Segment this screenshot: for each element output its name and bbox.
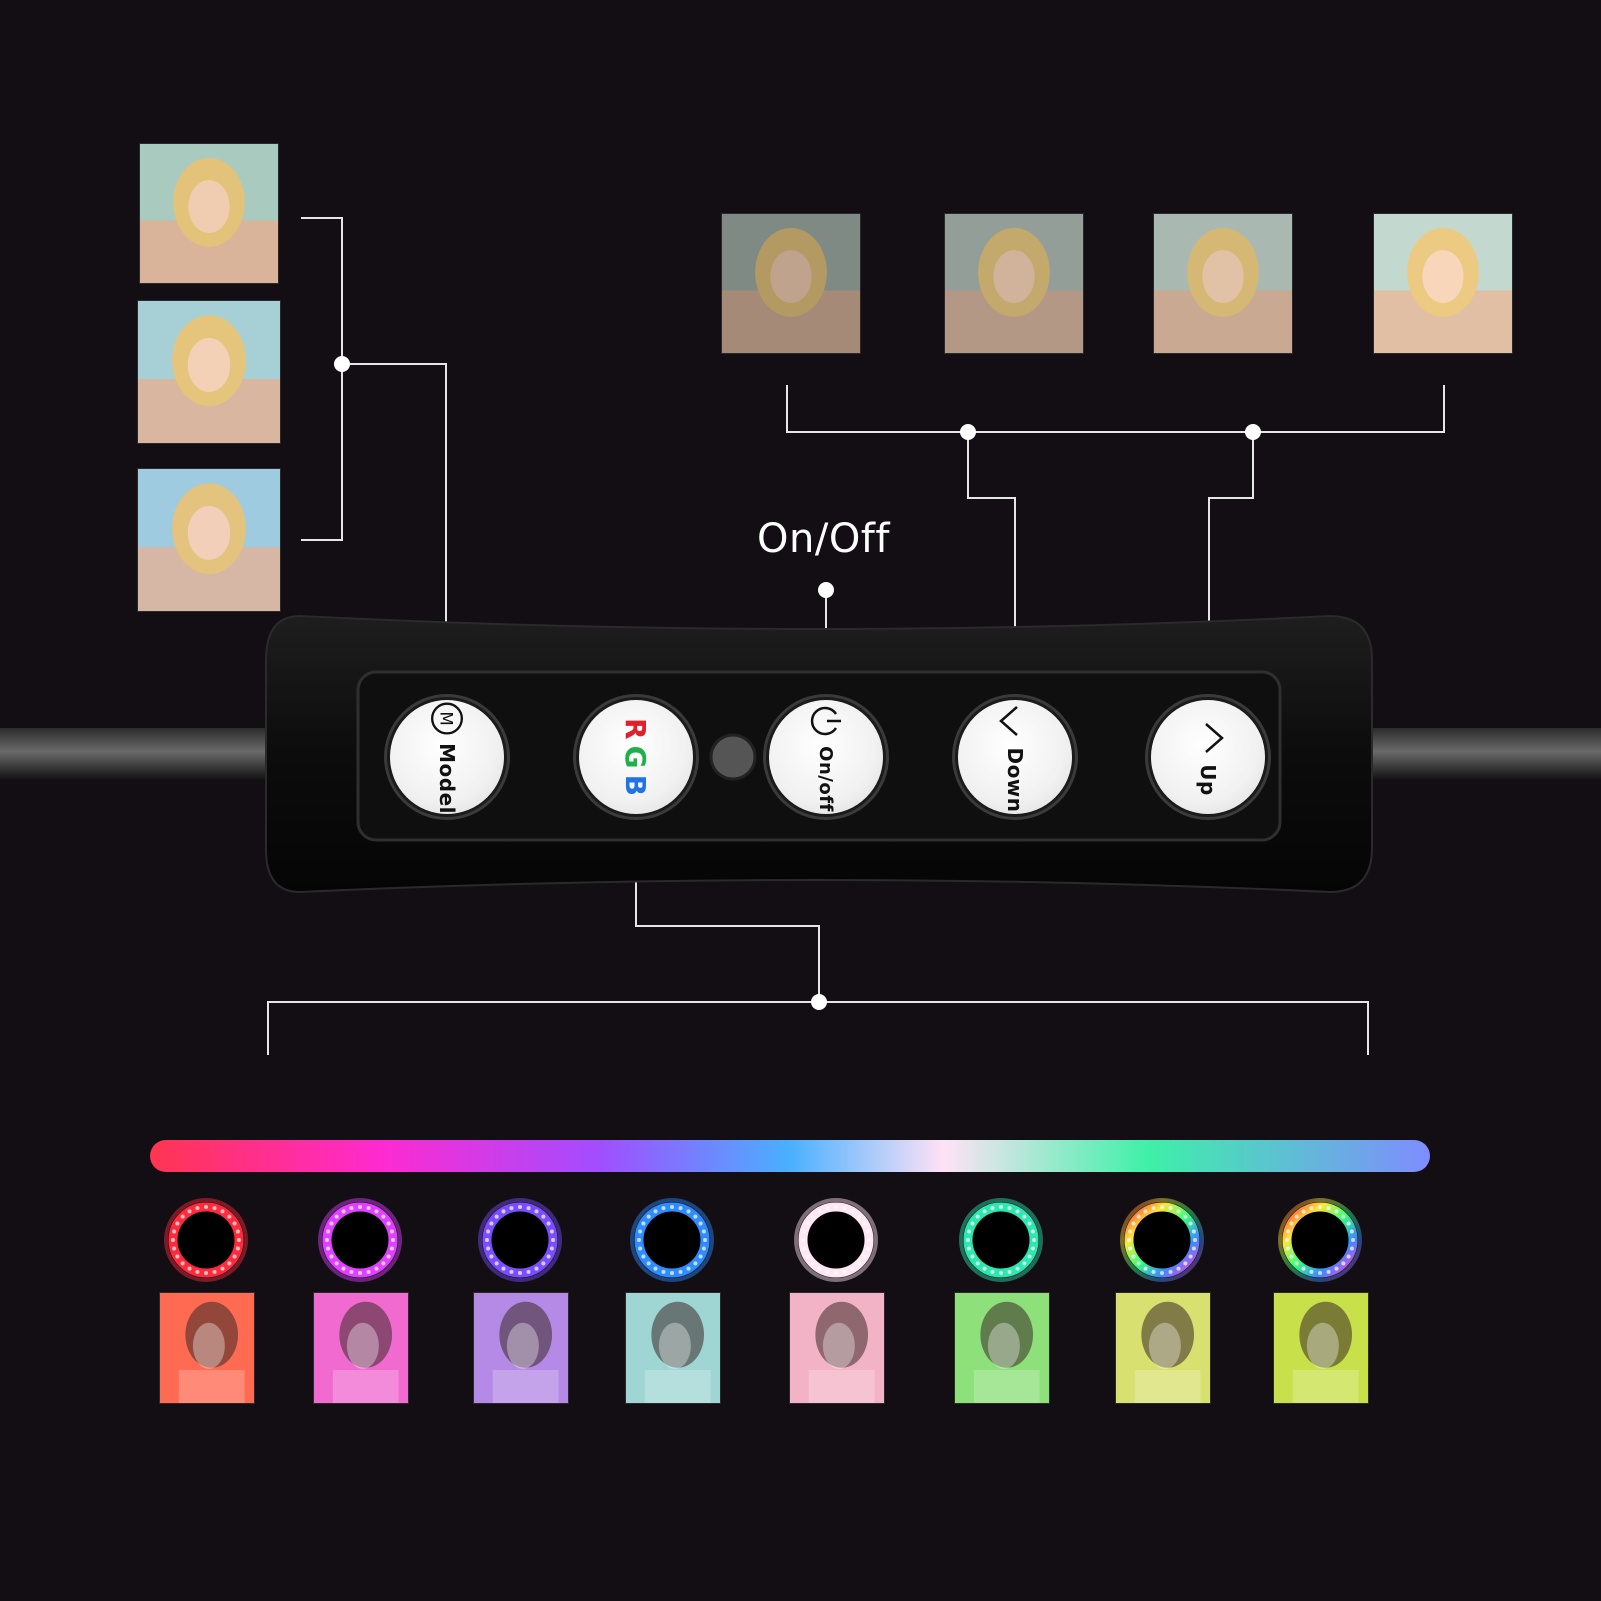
light-ring-2 bbox=[318, 1198, 402, 1282]
portrait-image bbox=[955, 1293, 1049, 1403]
svg-text:M: M bbox=[437, 711, 456, 725]
brightness-photo-1 bbox=[721, 213, 861, 354]
onoff-dot bbox=[818, 582, 834, 598]
portrait-image bbox=[1116, 1293, 1210, 1403]
model-junction-dot bbox=[334, 356, 350, 372]
portrait-image bbox=[474, 1293, 568, 1403]
portrait-image bbox=[140, 144, 278, 283]
light-mode-photo-1 bbox=[159, 1292, 255, 1404]
light-ring-8 bbox=[1278, 1198, 1362, 1282]
model-button[interactable]: M Model bbox=[390, 700, 504, 814]
model-bracket bbox=[301, 217, 343, 541]
brightness-photo-3 bbox=[1153, 213, 1293, 354]
model-connector bbox=[342, 363, 447, 702]
chevron-down-icon bbox=[999, 706, 1018, 737]
mode-photo-1 bbox=[139, 143, 279, 284]
portrait-image bbox=[138, 301, 280, 443]
up-junction-dot bbox=[1245, 424, 1261, 440]
mode-photo-3 bbox=[137, 468, 281, 612]
light-mode-photo-3 bbox=[473, 1292, 569, 1404]
on-off-caption: On/Off bbox=[757, 516, 890, 562]
light-ring-7 bbox=[1120, 1198, 1204, 1282]
portrait-image bbox=[1154, 214, 1292, 353]
power-icon bbox=[810, 706, 841, 736]
light-ring-1 bbox=[164, 1198, 248, 1282]
portrait-image bbox=[1274, 1293, 1368, 1403]
portrait-image bbox=[722, 214, 860, 353]
light-mode-photo-6 bbox=[954, 1292, 1050, 1404]
light-mode-photo-7 bbox=[1115, 1292, 1211, 1404]
portrait-image bbox=[314, 1293, 408, 1403]
light-ring-3 bbox=[478, 1198, 562, 1282]
light-mode-photo-2 bbox=[313, 1292, 409, 1404]
m-circle-icon: M bbox=[430, 702, 464, 735]
brightness-photo-2 bbox=[944, 213, 1084, 354]
portrait-image bbox=[1374, 214, 1512, 353]
light-ring-5 bbox=[794, 1198, 878, 1282]
portrait-image bbox=[160, 1293, 254, 1403]
brightness-photo-4 bbox=[1373, 213, 1513, 354]
light-mode-photo-5 bbox=[789, 1292, 885, 1404]
down-button[interactable]: Down bbox=[958, 700, 1072, 814]
brightness-bracket bbox=[786, 385, 1445, 433]
rgb-junction-dot bbox=[811, 994, 827, 1010]
up-connector bbox=[1208, 432, 1254, 686]
chevron-up-icon bbox=[1205, 723, 1224, 754]
light-ring-6 bbox=[959, 1198, 1043, 1282]
down-junction-dot bbox=[960, 424, 976, 440]
light-ring-4 bbox=[630, 1198, 714, 1282]
portrait-image bbox=[945, 214, 1083, 353]
portrait-image bbox=[138, 469, 280, 611]
up-button[interactable]: Up bbox=[1151, 700, 1265, 814]
portrait-image bbox=[626, 1293, 720, 1403]
indicator-led bbox=[709, 733, 757, 781]
light-mode-photo-4 bbox=[625, 1292, 721, 1404]
rgb-button[interactable]: R G B bbox=[579, 700, 693, 814]
portrait-image bbox=[790, 1293, 884, 1403]
mode-photo-2 bbox=[137, 300, 281, 444]
cable-right bbox=[1360, 728, 1601, 780]
down-connector bbox=[967, 432, 1016, 686]
cable-left bbox=[0, 728, 280, 780]
light-mode-photo-8 bbox=[1273, 1292, 1369, 1404]
on-off-button[interactable]: On/off bbox=[769, 700, 883, 814]
